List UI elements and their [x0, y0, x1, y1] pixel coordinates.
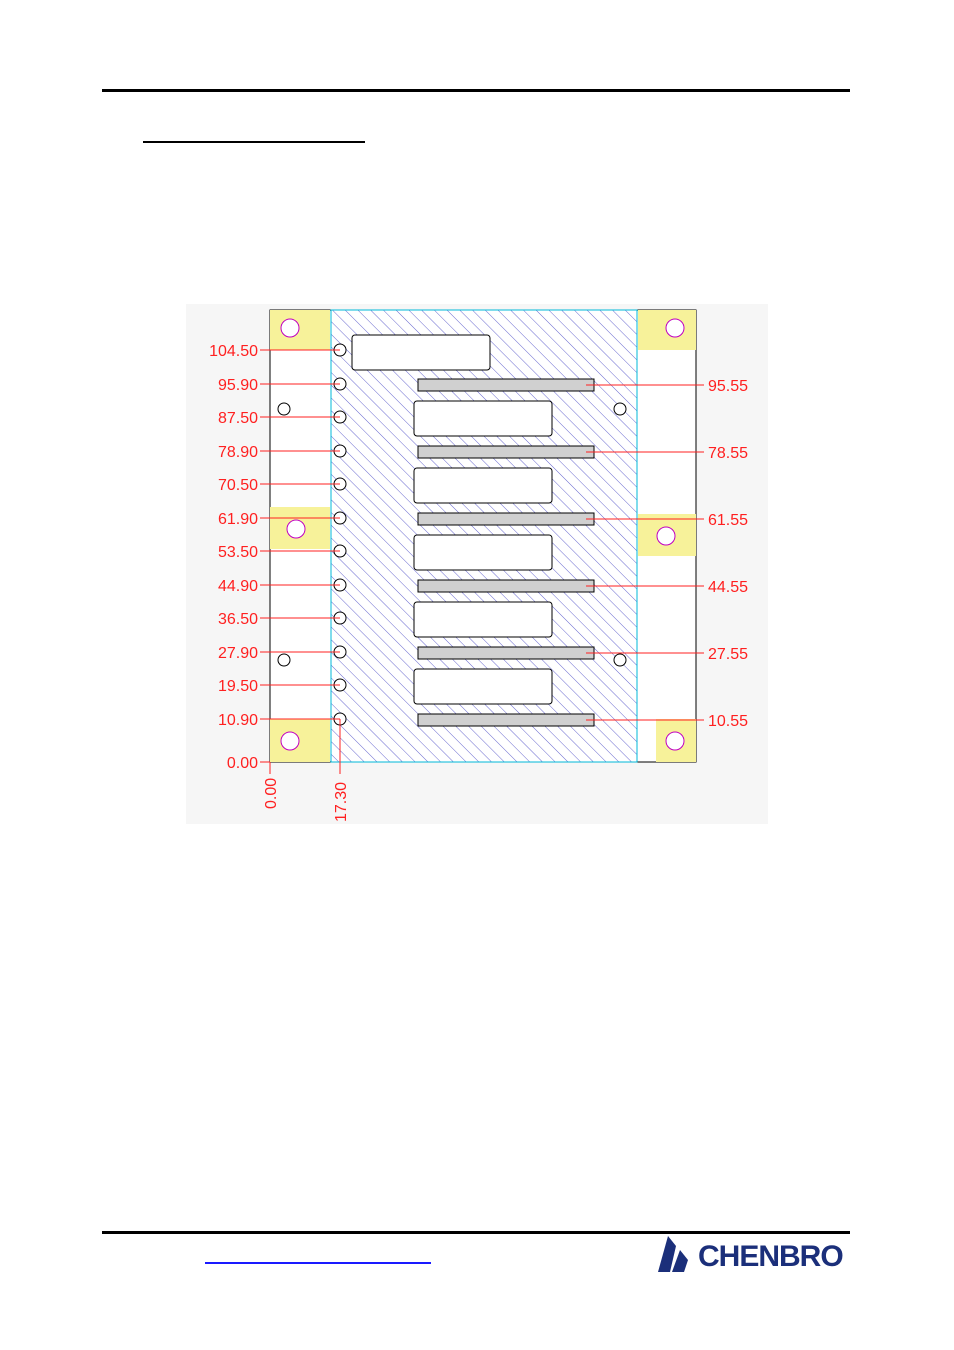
footer-link-underline[interactable]: [205, 1262, 431, 1264]
left-label: 70.50: [218, 477, 258, 494]
right-label: 95.55: [708, 378, 748, 395]
left-label: 78.90: [218, 444, 258, 461]
header-rule: [102, 89, 850, 92]
right-label: 44.55: [708, 579, 748, 596]
right-label: 61.55: [708, 512, 748, 529]
logo-wordmark: CHENBRO: [698, 1240, 843, 1273]
right-label: 78.55: [708, 445, 748, 462]
left-label: 95.90: [218, 377, 258, 394]
left-label: 53.50: [218, 544, 258, 561]
bottom-label: 0.00: [263, 778, 280, 809]
left-label: 0.00: [227, 755, 258, 772]
section-heading-underline: [143, 141, 365, 143]
backplane-dimension-drawing: 104.50 95.90 87.50 78.90 70.50 61.90 53.…: [186, 304, 768, 824]
chenbro-logo-icon: [658, 1236, 688, 1272]
left-label: 27.90: [218, 645, 258, 662]
left-label: 61.90: [218, 511, 258, 528]
left-label: 10.90: [218, 712, 258, 729]
left-label: 36.50: [218, 611, 258, 628]
left-label: 44.90: [218, 578, 258, 595]
left-label: 19.50: [218, 678, 258, 695]
right-label: 10.55: [708, 713, 748, 730]
chenbro-logo: CHENBRO: [654, 1232, 866, 1276]
right-label: 27.55: [708, 646, 748, 663]
left-label: 87.50: [218, 410, 258, 427]
bottom-label: 17.30: [333, 782, 350, 822]
left-label: 104.50: [209, 343, 258, 360]
